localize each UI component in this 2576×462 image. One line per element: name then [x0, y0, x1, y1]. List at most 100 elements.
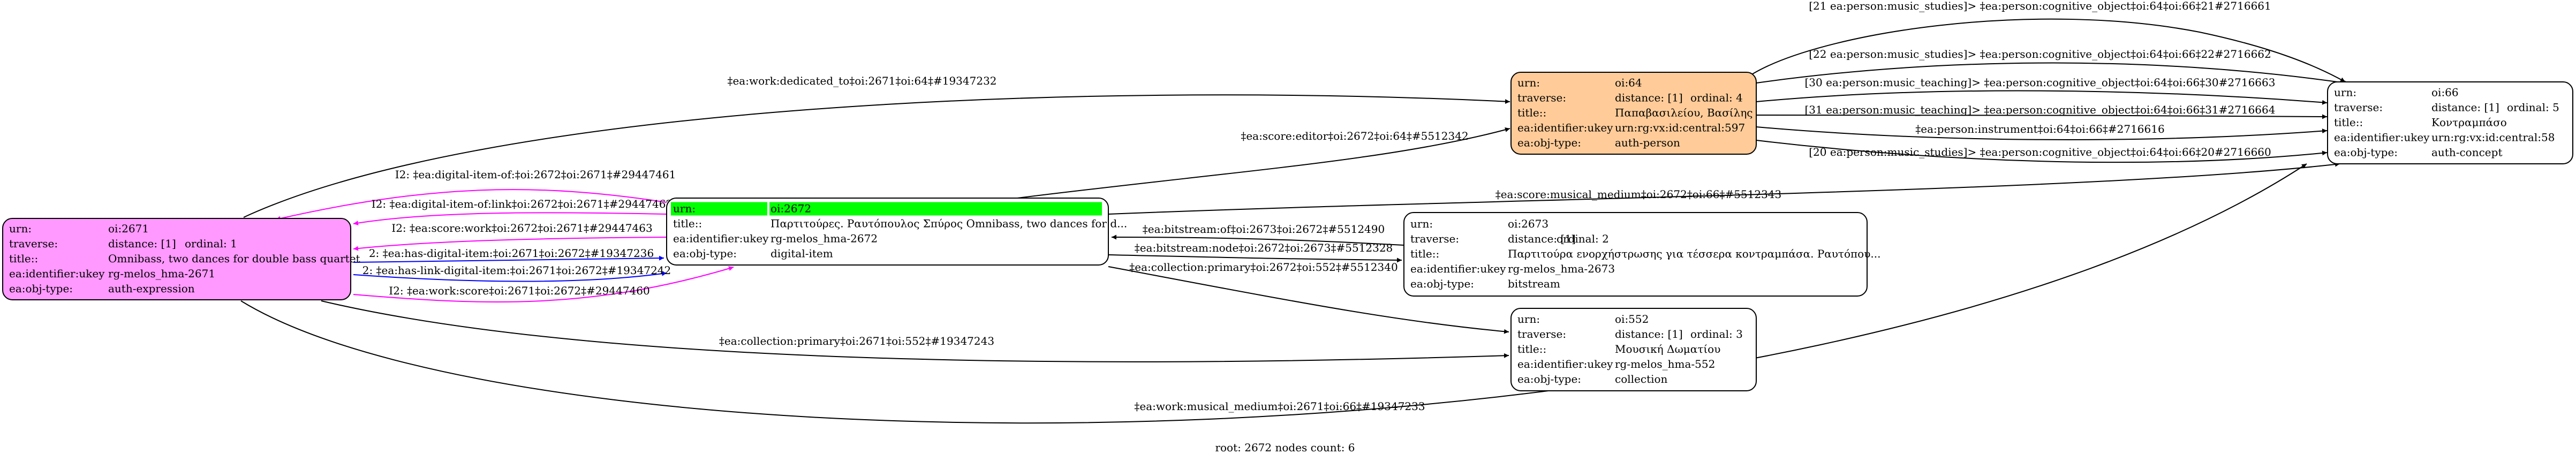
edge-label: ‡ea:collection:primary‡oi:2671‡oi:552‡#1…	[719, 335, 994, 347]
edge[interactable]: [20 ea:person:music_studies]> ‡ea:person…	[1756, 140, 2328, 163]
edge-line[interactable]	[353, 266, 734, 302]
node-field-value: Παρτιτούρα ενορχήστρωσης για τέσσερα κον…	[1508, 247, 1880, 260]
edge-label: 2: ‡ea:has-link-digital-item:‡oi:2671‡oi…	[362, 264, 671, 277]
node-field-key: ea:obj-type:	[2334, 146, 2398, 159]
edge[interactable]: ‡ea:collection:primary‡oi:2672‡oi:552‡#5…	[1108, 261, 1509, 334]
edge[interactable]: I2: ‡ea:digital-item-of:‡oi:2672‡oi:2671…	[275, 168, 676, 221]
edges-layer: I2: ‡ea:digital-item-of:‡oi:2672‡oi:2671…	[240, 0, 2350, 424]
edge-line[interactable]	[275, 189, 667, 221]
edge-label: ‡ea:work:dedicated_to‡oi:2671‡oi:64‡#193…	[727, 74, 996, 87]
edge[interactable]: [30 ea:person:music_teaching]> ‡ea:perso…	[1756, 76, 2328, 105]
node-field-key: urn:	[673, 202, 696, 215]
node-field-value: urn:rg:vx:id:central:597	[1615, 122, 1745, 134]
edge-line[interactable]	[1756, 114, 2328, 119]
edge-line[interactable]	[1017, 127, 1510, 199]
node-field-key: ea:identifier:ukey	[1517, 122, 1613, 134]
edge-line[interactable]	[1111, 234, 1404, 246]
edge[interactable]: ‡ea:bitstream:of‡oi:2673‡oi:2672‡#551249…	[1111, 223, 1404, 246]
node-field-value: bitstream	[1508, 277, 1560, 290]
edge-label: ‡ea:score:musical_medium‡oi:2672‡oi:66‡#…	[1495, 188, 1782, 201]
edge[interactable]: ‡ea:bitstream:node‡oi:2672‡oi:2673‡#5512…	[1108, 241, 1402, 263]
node-box[interactable]	[1510, 72, 1757, 155]
node-field-key: traverse:	[9, 237, 58, 250]
edge-line[interactable]	[240, 163, 2307, 424]
edge-label: I2: ‡ea:score:work‡oi:2672‡oi:2671‡#2944…	[391, 222, 652, 234]
edge-line[interactable]	[1756, 140, 2328, 163]
node-field-value: distance: [1]	[1615, 328, 1683, 340]
edge[interactable]: I2: ‡ea:work:score‡oi:2671‡oi:2672‡#2944…	[353, 266, 734, 302]
edge-label: [30 ea:person:music_teaching]> ‡ea:perso…	[1805, 76, 2276, 89]
node-field-value: oi:66	[2431, 86, 2459, 99]
edge-label: ‡ea:bitstream:of‡oi:2673‡oi:2672‡#551249…	[1143, 223, 1385, 236]
node-field-key: urn:	[9, 222, 32, 235]
node-oi-552[interactable]: urn: oi:552 traverse: distance: [1] ordinal:…	[1510, 308, 1757, 391]
node-field-key: ea:identifier:ukey	[673, 232, 769, 245]
node-field-key: urn:	[1410, 217, 1433, 230]
node-box[interactable]	[2, 218, 351, 300]
edge[interactable]: [31 ea:person:music_teaching]> ‡ea:perso…	[1756, 103, 2328, 119]
node-box[interactable]	[1510, 308, 1757, 391]
node-field-value: Παπαβασιλείου, Βασίλης	[1615, 107, 1753, 119]
edge[interactable]: ‡ea:collection:primary‡oi:2671‡oi:552‡#1…	[321, 300, 1509, 362]
node-field-key: ea:identifier:ukey	[9, 267, 105, 280]
node-field-key: urn:	[1517, 313, 1540, 325]
edge[interactable]: ‡ea:work:dedicated_to‡oi:2671‡oi:64‡#193…	[243, 74, 1510, 218]
node-field-value: Μουσική Δωματίου	[1615, 343, 1720, 355]
edge-line[interactable]	[353, 237, 667, 251]
node-field-value: digital-item	[770, 247, 833, 260]
node-field-value: auth-person	[1615, 137, 1680, 149]
edge[interactable]: [22 ea:person:music_studies]> ‡ea:person…	[1756, 48, 2350, 86]
node-field-value: distance: [1]	[1615, 92, 1683, 104]
edge-line[interactable]	[1756, 62, 2350, 86]
edge-label: ‡ea:score:editor‡oi:2672‡oi:64‡#5512342	[1241, 130, 1468, 142]
node-field-key: traverse:	[1410, 232, 1459, 245]
edge[interactable]: I2: ‡ea:digital-item-of:link‡oi:2672‡oi:…	[353, 198, 673, 225]
edge[interactable]: 2: ‡ea:has-digital-item:‡oi:2671‡oi:2672…	[353, 247, 664, 263]
edge-line[interactable]	[353, 255, 664, 263]
root-value-highlight	[769, 202, 1102, 216]
edge[interactable]: ‡ea:person:instrument‡oi:64‡oi:66‡#27166…	[1756, 123, 2328, 140]
node-field-value: rg-melos_hma-2672	[770, 232, 878, 245]
node-field-value: oi:2672	[770, 202, 811, 215]
edge-line[interactable]	[1750, 18, 2346, 82]
edge[interactable]: [21 ea:person:music_studies]> ‡ea:person…	[1750, 0, 2346, 82]
edge-line[interactable]	[243, 94, 1510, 218]
node-field-key: traverse:	[1517, 328, 1566, 340]
node-field-value: rg-melos_hma-552	[1615, 358, 1715, 370]
node-field-value: oi:552	[1615, 313, 1649, 325]
edge-line[interactable]	[1756, 90, 2328, 105]
node-field-value: Παρτιτούρες. Ραυτόπουλος Σπύρος Omnibass…	[770, 217, 1127, 230]
edge-line[interactable]	[1108, 162, 2340, 215]
node-box[interactable]	[1403, 212, 1868, 297]
edge-line[interactable]	[1756, 126, 2328, 140]
edge-line[interactable]	[1108, 254, 1402, 263]
node-field-key: traverse:	[2334, 101, 2383, 114]
root-key-highlight	[671, 202, 767, 216]
node-field-key: urn:	[1517, 77, 1540, 89]
edge-line[interactable]	[353, 212, 667, 225]
edge[interactable]: 2: ‡ea:has-link-digital-item:‡oi:2671‡oi…	[353, 264, 671, 282]
node-field-value: rg-melos_hma-2671	[108, 267, 215, 280]
edge-line[interactable]	[321, 300, 1509, 362]
node-field-value: rg-melos_hma-2673	[1508, 262, 1615, 275]
node-field-extra: ordinal: 3	[1690, 328, 1743, 340]
edge[interactable]: ‡ea:score:musical_medium‡oi:2672‡oi:66‡#…	[1108, 162, 2340, 215]
node-field-key: ea:identifier:ukey	[1517, 358, 1613, 370]
node-box[interactable]	[2327, 81, 2573, 164]
node-field-extra: ordinal: 2	[1557, 232, 1609, 245]
edge-label: 2: ‡ea:has-digital-item:‡oi:2671‡oi:2672…	[369, 247, 654, 260]
node-field-key: ea:obj-type:	[1517, 137, 1581, 149]
node-field-key: urn:	[2334, 86, 2356, 99]
edge-line[interactable]	[1108, 266, 1509, 334]
edge[interactable]: ‡ea:work:musical_medium‡oi:2671‡oi:66‡#1…	[240, 163, 2307, 424]
edge[interactable]: I2: ‡ea:score:work‡oi:2672‡oi:2671‡#2944…	[353, 222, 667, 251]
edge-line[interactable]	[353, 271, 667, 282]
edge[interactable]: ‡ea:score:editor‡oi:2672‡oi:64‡#5512342	[1017, 127, 1510, 199]
